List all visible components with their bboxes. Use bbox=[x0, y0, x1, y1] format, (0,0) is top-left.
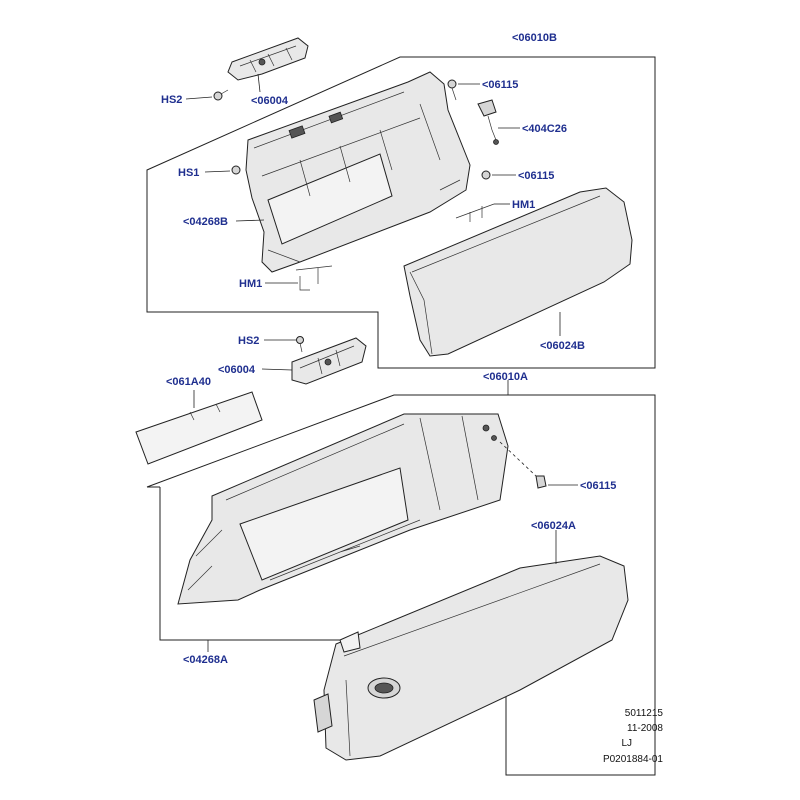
harness-404c26 bbox=[477, 99, 499, 145]
glove-box-lid-lower bbox=[313, 555, 629, 761]
callout-hm1-right: HM1 bbox=[512, 199, 535, 211]
footer-line-3: LJ bbox=[621, 738, 632, 749]
glove-box-housing-lower bbox=[177, 413, 509, 605]
leader-hs2-top bbox=[185, 96, 213, 100]
callout-06024a: <06024A bbox=[531, 520, 576, 532]
screw-hs2-mid bbox=[296, 336, 304, 353]
latch-bracket-mid bbox=[291, 337, 367, 385]
leader-04268b bbox=[235, 219, 265, 222]
frame-lower-assembly bbox=[146, 394, 656, 776]
callout-404c26: <404C26 bbox=[522, 123, 567, 135]
cover-plate-061a40 bbox=[135, 391, 263, 465]
latch-bracket-top bbox=[227, 37, 309, 81]
hinge-hm1-left bbox=[295, 265, 333, 291]
leader-hs1 bbox=[204, 170, 231, 173]
callout-06115-mid: <06115 bbox=[518, 170, 554, 182]
screw-06115-top bbox=[447, 79, 457, 101]
callout-04268a: <04268A bbox=[183, 654, 228, 666]
screw-06115-mid bbox=[481, 170, 491, 180]
clip-hs1 bbox=[231, 165, 241, 175]
glove-box-frame-upper bbox=[245, 71, 471, 273]
callout-06004-mid: <06004 bbox=[218, 364, 256, 376]
callout-06024b: <06024B bbox=[540, 340, 585, 352]
callout-06115-top: <06115 bbox=[482, 79, 518, 91]
callout-04268b: <04268B bbox=[183, 216, 228, 228]
footer-line-4: P0201884-01 bbox=[603, 754, 663, 765]
callout-06115-low: <06115 bbox=[580, 480, 616, 492]
screw-06115-low bbox=[535, 475, 547, 489]
callout-061a40: <061A40 bbox=[166, 376, 211, 388]
callout-06004-top: <06004 bbox=[251, 95, 289, 107]
callout-06010b: <06010B bbox=[512, 32, 557, 44]
callout-hs2-top: HS2 bbox=[161, 94, 182, 106]
footer-line-2: 11-2008 bbox=[627, 723, 663, 734]
callout-06010a: <06010A bbox=[483, 371, 528, 383]
callout-hs1: HS1 bbox=[178, 167, 199, 179]
hinge-hm1-right bbox=[455, 203, 495, 222]
screw-hs2-top bbox=[213, 89, 229, 101]
leader-06004-top bbox=[257, 73, 261, 93]
frame-upper-assembly bbox=[146, 56, 656, 369]
callout-hm1-left: HM1 bbox=[239, 278, 262, 290]
footer-line-1: 5011215 bbox=[625, 708, 664, 719]
glove-box-lid-upper bbox=[403, 187, 633, 357]
leader-06115-low-dash bbox=[499, 441, 537, 477]
callout-hs2-mid: HS2 bbox=[238, 335, 259, 347]
leader-06004-mid bbox=[261, 368, 293, 371]
